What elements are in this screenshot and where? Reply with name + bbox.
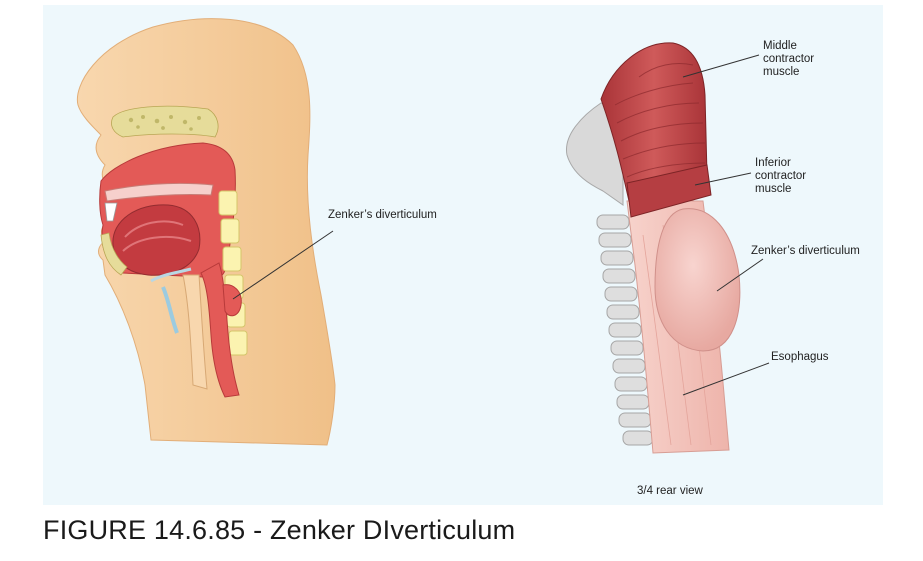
larynx	[161, 286, 179, 334]
thyroid-cartilage	[566, 102, 624, 206]
label-esophagus: Esophagus	[771, 351, 829, 363]
trachea	[182, 274, 208, 390]
hard-palate	[104, 182, 214, 202]
leader-lines-right	[682, 54, 770, 396]
figure-caption: FIGURE 14.6.85 - Zenker DIverticulum	[43, 515, 516, 545]
trachea-rings	[596, 214, 654, 446]
leader-line-zenker-right	[716, 258, 764, 292]
zenker-pouch-right	[654, 208, 741, 352]
lower-jaw	[100, 232, 128, 276]
inferior-contractor-muscle	[626, 164, 712, 218]
label-view: 3/4 rear view	[637, 485, 703, 497]
label-zenker-right: Zenker’s diverticulum	[751, 245, 860, 257]
leader-line-esophagus	[682, 362, 770, 396]
figure-panel: Zenker’s diverticulum Middle contractor …	[43, 5, 883, 505]
middle-contractor-muscle	[600, 42, 708, 202]
anatomy-illustration	[76, 18, 770, 454]
muscle-fibers	[614, 63, 706, 178]
label-zenker-left: Zenker’s diverticulum	[328, 209, 437, 221]
label-middle-contractor-muscle: Middle contractor muscle	[763, 40, 815, 78]
nasal-bone	[111, 105, 219, 138]
head-sagittal-section	[76, 18, 336, 446]
leader-line-inferior-muscle	[694, 172, 752, 186]
bone-texture	[128, 115, 201, 131]
pharynx-rear-view	[566, 42, 741, 454]
zenker-pouch-left	[222, 284, 242, 317]
upper-teeth	[104, 202, 118, 222]
label-inferior-contractor-muscle: Inferior contractor muscle	[755, 157, 807, 195]
leader-line-middle-muscle	[682, 54, 760, 78]
leader-line-zenker-left	[232, 230, 334, 300]
